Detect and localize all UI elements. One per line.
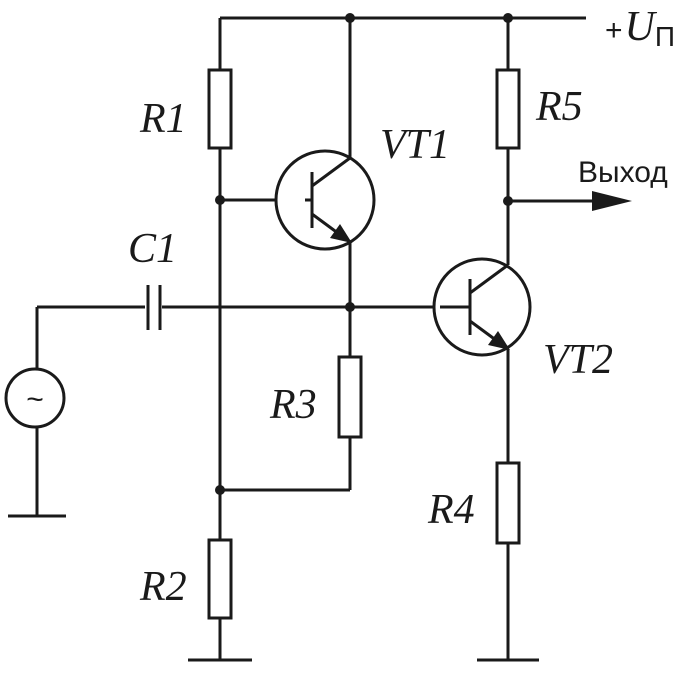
label-r5: R5 bbox=[535, 84, 583, 130]
label-vt2: VT2 bbox=[543, 337, 613, 383]
transistor-vt2 bbox=[432, 257, 532, 357]
junction-bias-base bbox=[215, 195, 225, 205]
label-r2: R2 bbox=[139, 564, 187, 610]
capacitor-c1 bbox=[146, 285, 162, 330]
resistor-r3 bbox=[337, 355, 363, 439]
junction-supply-r5 bbox=[503, 13, 513, 23]
label-r4: R4 bbox=[427, 487, 475, 533]
label-r1: R1 bbox=[139, 96, 187, 142]
ac-source: ~ bbox=[4, 367, 66, 429]
label-vt1: VT1 bbox=[380, 122, 450, 168]
ac-source-symbol: ~ bbox=[26, 383, 44, 416]
output-arrow bbox=[592, 191, 632, 211]
junction-vt1-emitter bbox=[345, 302, 355, 312]
supply-label: +UП bbox=[605, 4, 675, 52]
resistor-r4 bbox=[495, 461, 521, 545]
resistor-r1 bbox=[207, 68, 233, 150]
junction-supply-vt1 bbox=[345, 13, 355, 23]
junction-output bbox=[503, 196, 513, 206]
resistor-r5 bbox=[495, 68, 521, 150]
label-r3: R3 bbox=[269, 382, 317, 428]
junction-feedback bbox=[215, 485, 225, 495]
label-output: Выход bbox=[578, 156, 668, 189]
transistor-vt1 bbox=[274, 149, 376, 251]
label-c1: C1 bbox=[128, 226, 177, 272]
resistor-r2 bbox=[207, 538, 233, 620]
